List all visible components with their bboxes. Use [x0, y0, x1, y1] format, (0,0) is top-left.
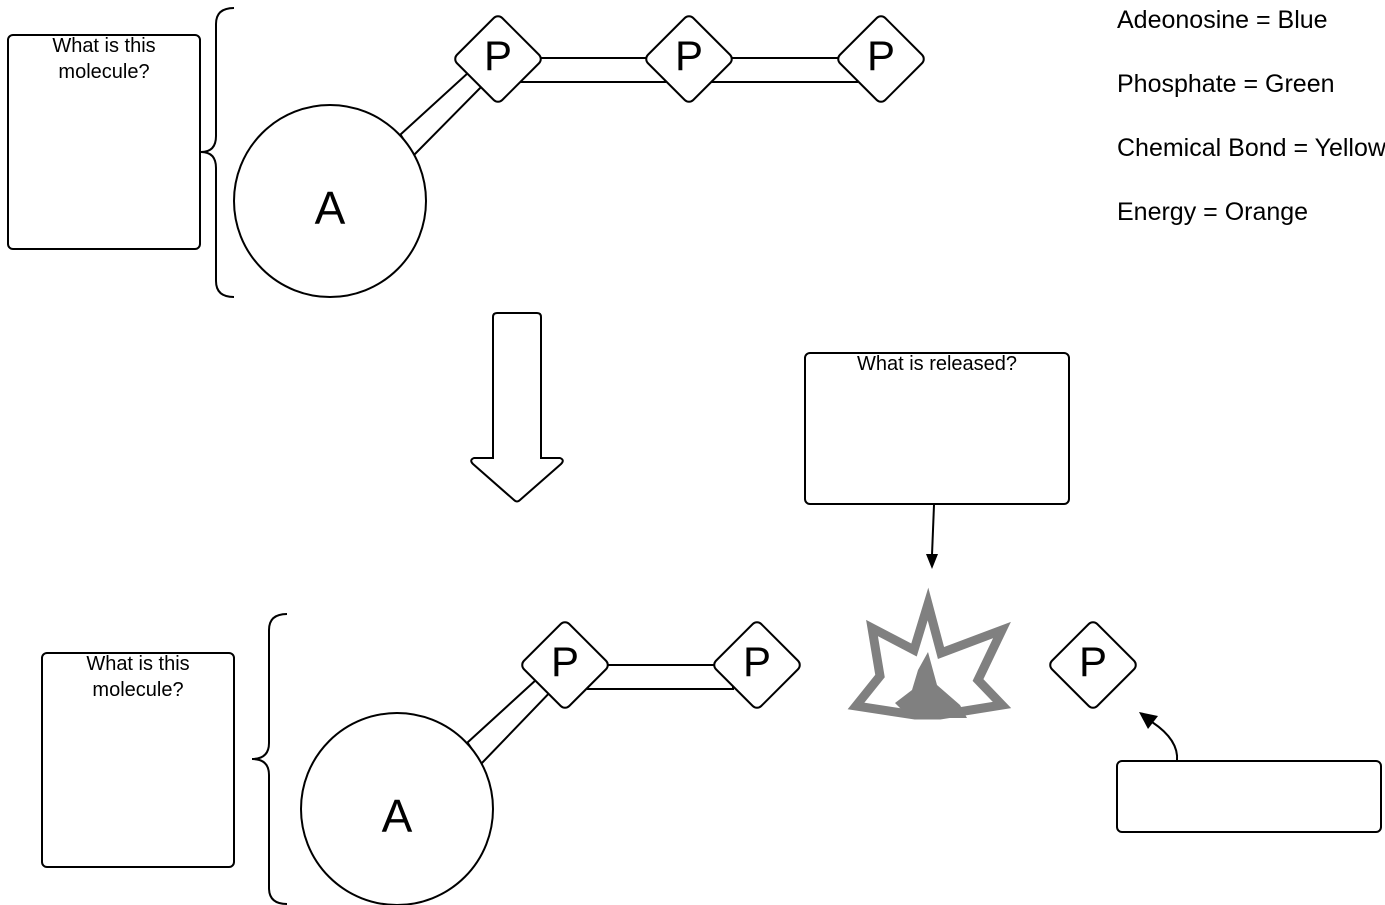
top-question-line1: What is this: [52, 35, 155, 57]
legend-item-adenosine: Adeonosine = Blue: [1117, 6, 1328, 34]
bottom-question-box[interactable]: [41, 652, 235, 868]
top-question-line2: molecule?: [58, 61, 149, 83]
bottom-phosphate-2: P: [713, 621, 801, 709]
free-phosphate-arrow-head: [1139, 712, 1158, 729]
top-adenosine-label: A: [315, 182, 346, 234]
released-answer-box[interactable]: [804, 352, 1070, 505]
free-phosphate-arrow-line: [1151, 721, 1179, 762]
down-arrow: [470, 312, 564, 503]
released-group: What is released?: [804, 352, 1070, 569]
bottom-phosphate-1: P: [521, 621, 609, 709]
top-bond-phosphate1-phosphate2: [519, 57, 666, 83]
top-phosphate-2-label: P: [675, 32, 703, 79]
free-phosphate-answer-box[interactable]: [1116, 760, 1382, 833]
bottom-phosphate-2-label: P: [743, 638, 771, 685]
legend-item-chemical-bond: Chemical Bond = Yellow: [1117, 134, 1385, 162]
free-phosphate-group: [1116, 712, 1382, 833]
explosion-icon: [847, 587, 1012, 720]
top-phosphate-3-label: P: [867, 32, 895, 79]
top-phosphate-1-label: P: [484, 32, 512, 79]
bottom-adenosine-circle: [300, 712, 494, 905]
top-curly-brace: [200, 7, 235, 298]
bottom-phosphate-1-label: P: [551, 638, 579, 685]
legend-item-energy: Energy = Orange: [1117, 198, 1308, 226]
top-phosphate-3: P: [837, 15, 925, 103]
bottom-molecule: What is this molecule? A P P: [41, 613, 801, 905]
released-arrow-head: [926, 554, 938, 569]
bottom-question-line1: What is this: [86, 653, 189, 675]
legend-item-phosphate: Phosphate = Green: [1117, 70, 1335, 98]
top-question-box[interactable]: [7, 34, 201, 250]
explosion-inner: [895, 652, 967, 718]
free-phosphate: P: [1049, 621, 1137, 709]
bottom-question-line2: molecule?: [92, 679, 183, 701]
top-phosphate-2: P: [645, 15, 733, 103]
bottom-bond-phosphate1-phosphate2: [587, 664, 734, 690]
released-box-label: What is released?: [857, 353, 1017, 375]
released-arrow-line: [931, 504, 935, 556]
top-phosphate-1: P: [454, 15, 542, 103]
top-bond-phosphate2-phosphate3: [711, 57, 858, 83]
legend: Adeonosine = Blue Phosphate = Green Chem…: [1117, 6, 1385, 226]
top-molecule: What is this molecule? A P P P: [7, 7, 925, 298]
free-phosphate-label: P: [1079, 638, 1107, 685]
bottom-curly-brace: [251, 613, 288, 905]
bottom-adenosine-label: A: [382, 790, 413, 842]
top-adenosine-circle: [233, 104, 427, 298]
